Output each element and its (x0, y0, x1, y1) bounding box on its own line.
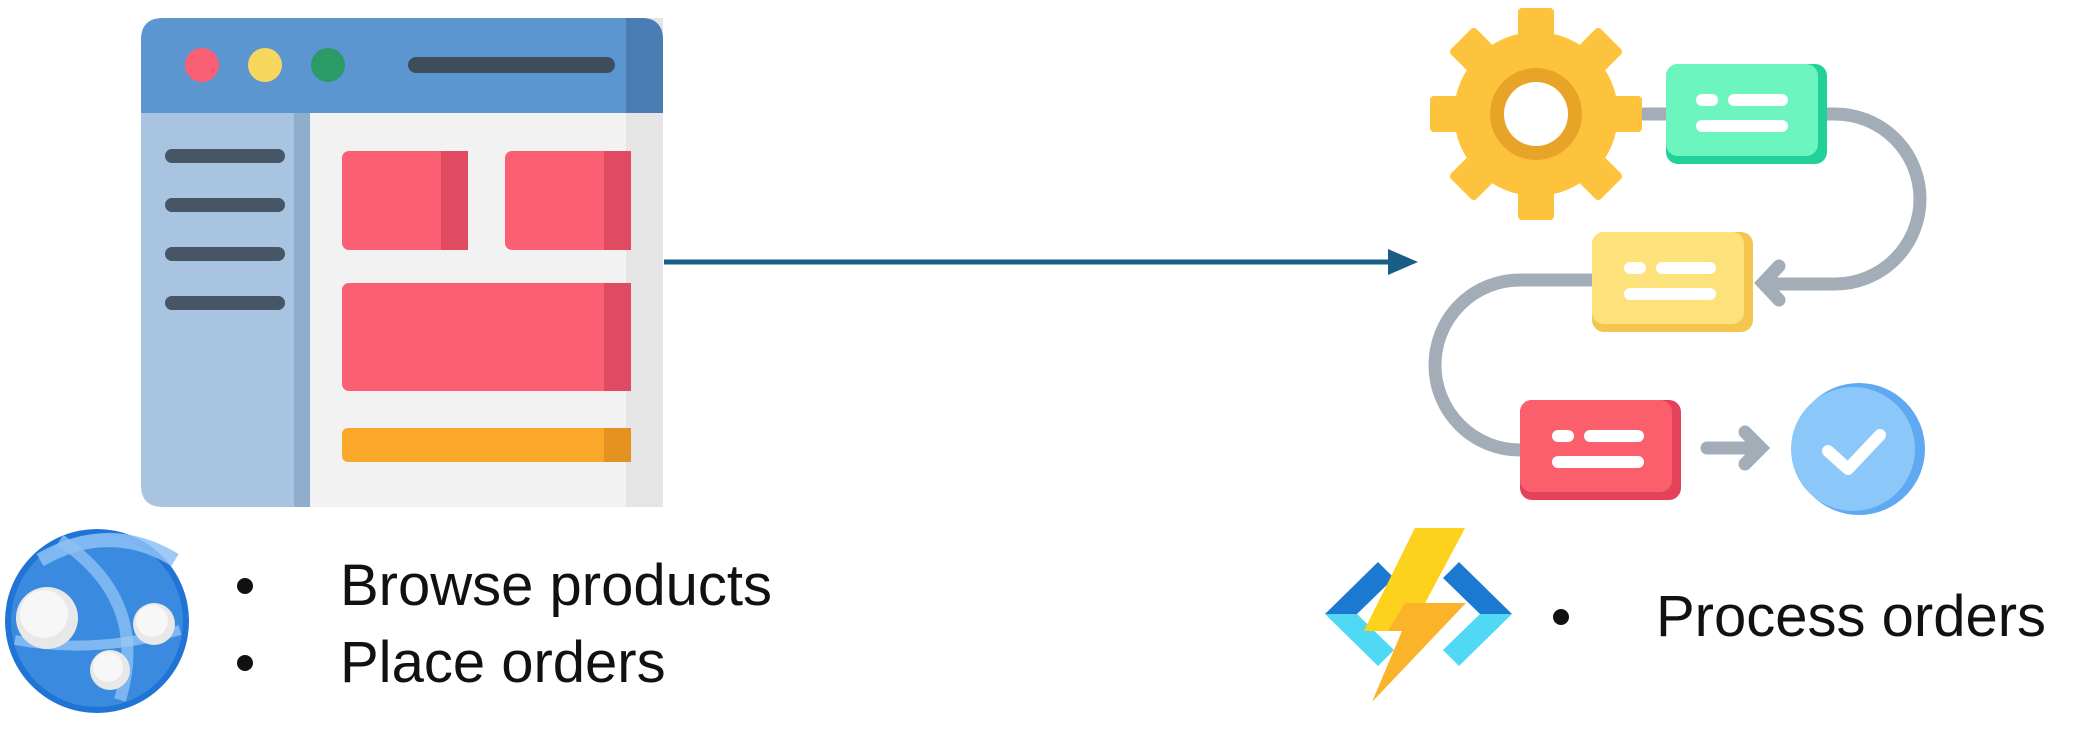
capability-label: Process orders (1656, 584, 2047, 649)
workflow-process-gear-icon (1428, 8, 1927, 515)
arrow-right-icon (664, 249, 1418, 275)
web-app-capabilities-list: Browse products Place orders (237, 547, 772, 701)
capability-label: Place orders (340, 630, 666, 695)
list-item: Place orders (237, 624, 772, 701)
azure-functions-lightning-icon (1325, 528, 1512, 702)
azure-web-app-globe-icon (5, 529, 189, 713)
bullet-icon (237, 578, 253, 594)
bullet-icon (237, 655, 253, 671)
list-item: Process orders (1553, 578, 2047, 655)
function-capabilities-list: Process orders (1553, 578, 2047, 655)
bullet-icon (1553, 609, 1569, 625)
capability-label: Browse products (340, 553, 772, 618)
list-item: Browse products (237, 547, 772, 624)
browser-window-icon (141, 18, 663, 507)
